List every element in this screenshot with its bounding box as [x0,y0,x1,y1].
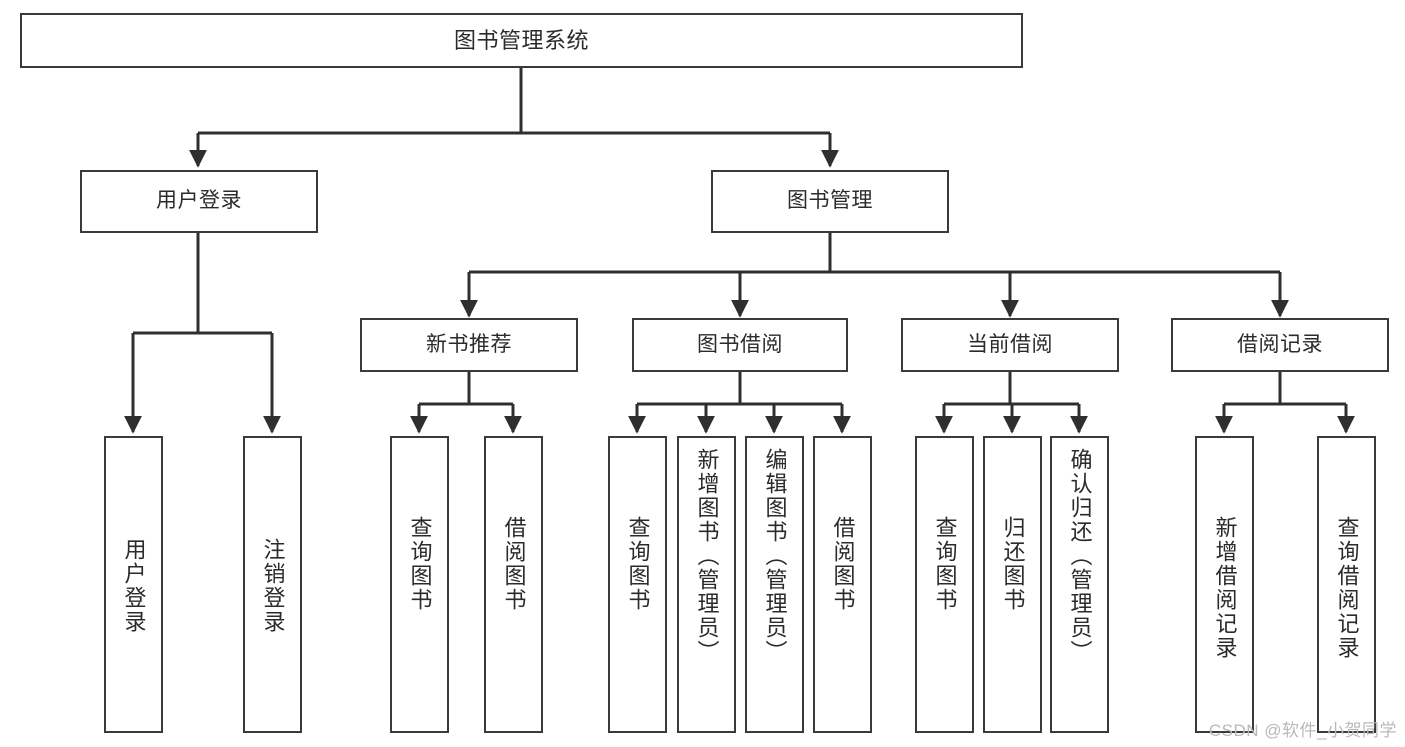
node-book-borrow[interactable]: 图书借阅 [632,318,848,372]
node-label: 当前借阅 [967,332,1053,356]
node-label: 图书管理 [787,189,873,213]
node-root-system[interactable]: 图书管理系统 [20,13,1023,68]
node-leaf-borrow-book-1[interactable]: 借阅图书 [484,436,543,733]
node-label: 新增借阅记录 [1212,516,1238,660]
node-label: 借阅图书 [830,516,856,612]
node-label: 确认归还（管理员） [1067,448,1093,664]
node-leaf-add-book-admin[interactable]: 新增图书（管理员） [677,436,736,733]
node-label: 查询借阅记录 [1334,516,1360,660]
node-label: 用户登录 [156,189,242,213]
node-label: 查询图书 [625,516,651,612]
node-label: 借阅记录 [1237,332,1323,356]
node-label: 图书管理系统 [453,27,589,53]
node-label: 注销登录 [260,538,286,634]
node-label: 编辑图书（管理员） [762,448,788,664]
node-borrow-record[interactable]: 借阅记录 [1171,318,1389,372]
node-leaf-logout-login[interactable]: 注销登录 [243,436,302,733]
node-leaf-user-login[interactable]: 用户登录 [104,436,163,733]
node-leaf-edit-book-admin[interactable]: 编辑图书（管理员） [745,436,804,733]
node-leaf-query-book-3[interactable]: 查询图书 [915,436,974,733]
node-label: 用户登录 [121,538,147,634]
node-new-book-recommend[interactable]: 新书推荐 [360,318,578,372]
node-leaf-return-book[interactable]: 归还图书 [983,436,1042,733]
node-label: 新书推荐 [426,332,512,356]
node-leaf-query-book-2[interactable]: 查询图书 [608,436,667,733]
node-label: 新增图书（管理员） [694,448,720,664]
node-book-manage[interactable]: 图书管理 [711,170,949,233]
node-label: 图书借阅 [697,332,783,356]
node-leaf-query-book-1[interactable]: 查询图书 [390,436,449,733]
node-leaf-borrow-book-2[interactable]: 借阅图书 [813,436,872,733]
node-label: 查询图书 [407,516,433,612]
node-label: 借阅图书 [501,516,527,612]
watermark-text: CSDN @软件_小贺同学 [1208,721,1397,740]
node-leaf-confirm-return-admin[interactable]: 确认归还（管理员） [1050,436,1109,733]
node-current-borrow[interactable]: 当前借阅 [901,318,1119,372]
node-leaf-query-borrow-record[interactable]: 查询借阅记录 [1317,436,1376,733]
node-user-login[interactable]: 用户登录 [80,170,318,233]
node-leaf-add-borrow-record[interactable]: 新增借阅记录 [1195,436,1254,733]
node-label: 查询图书 [932,516,958,612]
node-label: 归还图书 [1000,516,1026,612]
